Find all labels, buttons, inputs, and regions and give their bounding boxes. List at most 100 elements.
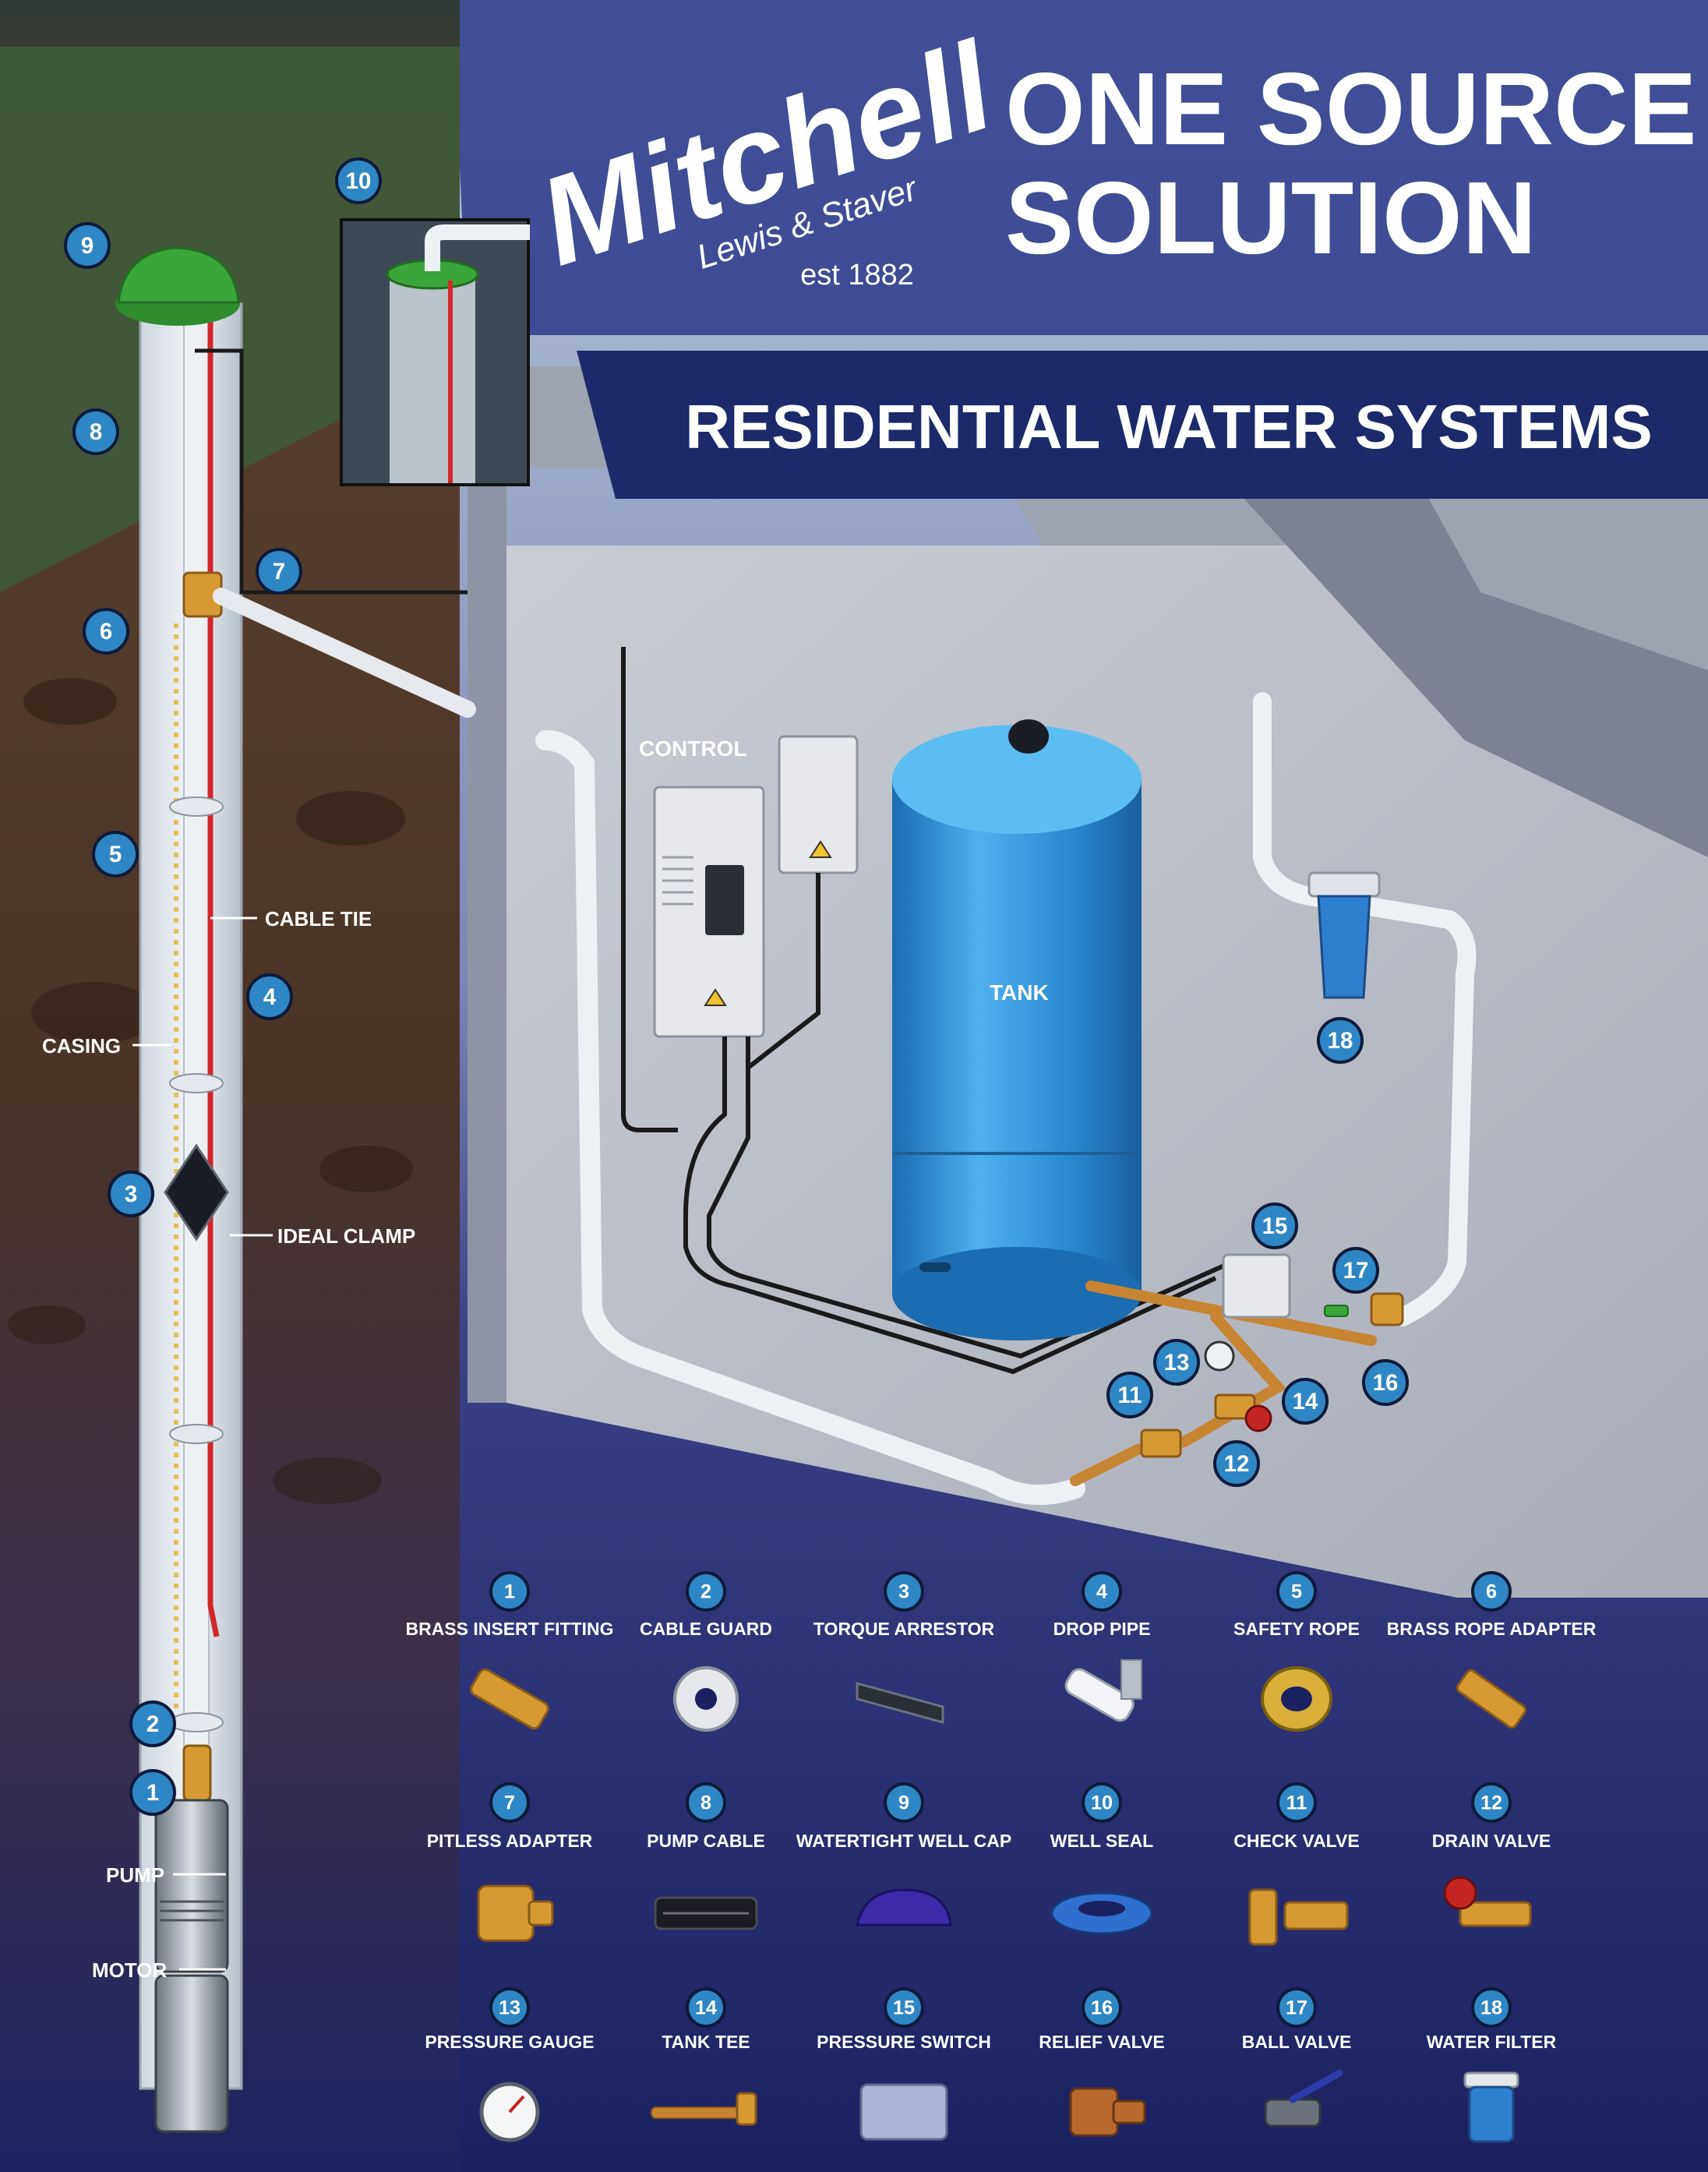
legend-badge-5-circle xyxy=(1276,1571,1317,1612)
lateral-pipe xyxy=(213,588,476,718)
callout-14-circle xyxy=(1282,1378,1329,1425)
legend-badge-15-number: 15 xyxy=(893,1997,915,2019)
legend-title-8: PUMP CABLE xyxy=(647,1831,765,1851)
pump-body xyxy=(154,1799,229,1973)
water-filter xyxy=(1307,871,1381,999)
legend-badge-6-number: 6 xyxy=(1486,1581,1497,1603)
legend-badge-8-circle xyxy=(686,1782,726,1823)
legend-title-4: DROP PIPE xyxy=(1053,1619,1151,1639)
callout-8: 8 xyxy=(72,408,119,455)
well-cap xyxy=(117,246,240,304)
callout-15: 15 xyxy=(1251,1203,1298,1249)
pressure-gauge-icon xyxy=(479,2082,540,2142)
legend-badge-1: 1 xyxy=(489,1571,530,1612)
water-filter-icon xyxy=(1463,2071,1519,2143)
tank-tee-icon xyxy=(651,2092,757,2126)
brass-insert-fitting-icon xyxy=(470,1668,549,1730)
legend-badge-7: 7 xyxy=(489,1782,530,1823)
legend-badge-5: 5 xyxy=(1276,1571,1317,1612)
callout-14: 14 xyxy=(1282,1378,1329,1425)
legend-badge-11-number: 11 xyxy=(1286,1792,1307,1814)
drop-pipe-icon xyxy=(1064,1659,1142,1722)
callout-8-circle xyxy=(72,408,119,455)
legend-badge-2-circle xyxy=(686,1571,726,1612)
callout-3: 3 xyxy=(108,1171,154,1217)
legend-badge-18-circle xyxy=(1471,1987,1512,2028)
callout-6-circle xyxy=(83,608,129,655)
well-seal-inset-casing xyxy=(390,273,475,483)
callout-7: 7 xyxy=(256,548,302,595)
legend-badge-13-number: 13 xyxy=(499,1997,521,2019)
legend-badge-14-number: 14 xyxy=(695,1997,717,2019)
callout-5-number: 5 xyxy=(109,842,122,867)
legend-title-2: CABLE GUARD xyxy=(640,1619,772,1639)
well-seal-icon xyxy=(1050,1891,1153,1935)
callout-15-circle xyxy=(1251,1203,1298,1249)
legend-badge-18-number: 18 xyxy=(1480,1997,1502,2019)
callout-18-circle xyxy=(1317,1017,1364,1064)
callout-12-number: 12 xyxy=(1224,1451,1250,1477)
label-ideal-clamp: IDEAL CLAMP xyxy=(277,1224,415,1248)
callout-10-circle xyxy=(335,157,382,204)
legend-badge-3: 3 xyxy=(884,1571,924,1612)
legend-badge-13-circle xyxy=(489,1987,530,2028)
callout-11: 11 xyxy=(1106,1372,1153,1418)
legend-badge-16-number: 16 xyxy=(1091,1997,1113,2019)
cable-guards xyxy=(169,796,224,1732)
title-banner xyxy=(577,351,1708,499)
legend-badge-6: 6 xyxy=(1471,1571,1512,1612)
legend-badge-11: 11 xyxy=(1276,1782,1317,1823)
supply-pipe xyxy=(535,730,1085,1505)
legend-title-5: SAFETY ROPE xyxy=(1233,1619,1360,1639)
legend-badge-4-number: 4 xyxy=(1096,1581,1107,1603)
legend-title-10: WELL SEAL xyxy=(1050,1831,1153,1851)
callout-13: 13 xyxy=(1153,1339,1200,1386)
legend-badge-9-circle xyxy=(884,1782,924,1823)
legend-badge-16: 16 xyxy=(1082,1987,1122,2028)
callout-11-circle xyxy=(1106,1372,1153,1418)
safety-rope-icon xyxy=(1261,1666,1332,1732)
banner-title: RESIDENTIAL WATER SYSTEMS xyxy=(685,392,1653,461)
legend-badge-15-circle xyxy=(884,1987,924,2028)
legend-badge-10: 10 xyxy=(1082,1782,1122,1823)
legend-badge-6-circle xyxy=(1471,1571,1512,1612)
callout-9: 9 xyxy=(64,222,111,269)
callout-6: 6 xyxy=(83,608,129,655)
check-valve-icon xyxy=(1248,1888,1349,1946)
callout-9-circle xyxy=(64,222,111,269)
legend-badge-8: 8 xyxy=(686,1782,726,1823)
callout-16-number: 16 xyxy=(1373,1370,1399,1396)
legend-badge-18: 18 xyxy=(1471,1987,1512,2028)
pitless-adapter-icon xyxy=(477,1884,554,1942)
callout-3-number: 3 xyxy=(125,1181,137,1207)
label-pump: PUMP xyxy=(106,1863,164,1887)
callout-17-number: 17 xyxy=(1343,1258,1369,1284)
callout-1-circle xyxy=(129,1769,176,1816)
pressure-switch-icon xyxy=(859,2083,948,2141)
legend-title-7: PITLESS ADAPTER xyxy=(427,1831,593,1851)
motor-body xyxy=(154,1974,229,2133)
callout-2-number: 2 xyxy=(146,1711,159,1737)
legend-badge-14: 14 xyxy=(686,1987,726,2028)
headline-line1: ONE SOURCE xyxy=(1005,51,1696,166)
diagram-labels: CABLE TIE CASING IDEAL CLAMP PUMP MOTOR … xyxy=(42,736,1049,1982)
brass-rope-adapter-icon xyxy=(1456,1669,1527,1729)
legend-badge-1-circle xyxy=(489,1571,530,1612)
basement-left-wall xyxy=(468,366,506,1403)
callout-7-number: 7 xyxy=(273,559,285,584)
callout-5-circle xyxy=(92,831,139,878)
callout-3-circle xyxy=(108,1171,154,1217)
legend-badge-17-circle xyxy=(1276,1987,1317,2028)
